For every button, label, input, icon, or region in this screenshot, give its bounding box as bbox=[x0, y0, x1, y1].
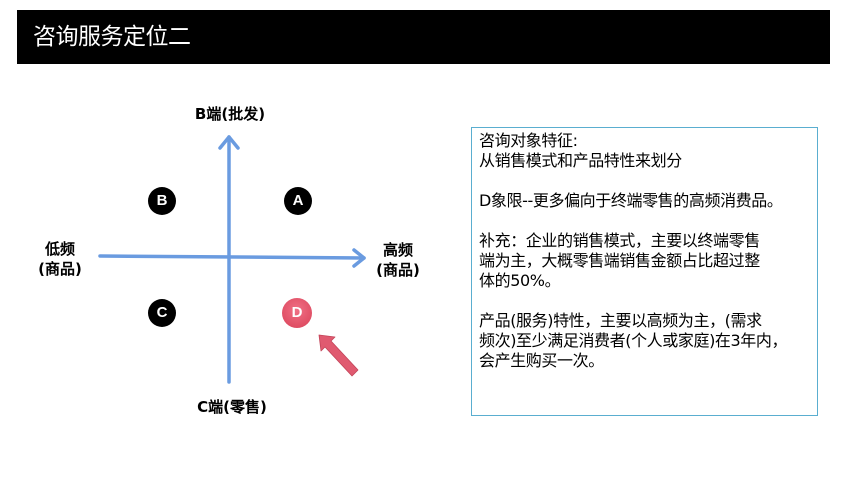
textbox-line: 产品(服务)特性，主要以高频为主，(需求 bbox=[479, 311, 762, 330]
paragraph-spacer bbox=[479, 211, 817, 231]
textbox-line: 咨询对象特征: bbox=[479, 131, 578, 150]
textbox-line: 补充：企业的销售模式，主要以终端零售 bbox=[479, 231, 760, 250]
vertical-axis-arrow bbox=[218, 135, 240, 384]
axis-label-right: 高频 (商品) bbox=[368, 240, 428, 280]
quadrant-badge-a: A bbox=[284, 187, 312, 215]
axis-label-bottom: C端(零售) bbox=[197, 398, 267, 416]
axis-label-left-line1: 低频 bbox=[44, 240, 75, 258]
textbox-line: 会产生购买一次。 bbox=[479, 351, 604, 370]
textbox-line: D象限--更多偏向于终端零售的高频消费品。 bbox=[479, 191, 783, 210]
quadrant-badge-b: B bbox=[148, 187, 176, 215]
axis-label-right-line2: (商品) bbox=[376, 261, 420, 279]
textbox-line: 从销售模式和产品特性来划分 bbox=[479, 151, 682, 170]
axes-graphic bbox=[98, 135, 366, 384]
textbox-line: 频次)至少满足消费者(个人或家庭)在3年内， bbox=[479, 331, 788, 350]
quadrant-diagram: B端(批发) C端(零售) 低频 (商品) 高频 (商品) B A C D bbox=[30, 105, 428, 416]
description-textbox: 咨询对象特征: 从销售模式和产品特性来划分 D象限--更多偏向于终端零售的高频消… bbox=[471, 127, 818, 416]
quadrant-badge-d: D bbox=[282, 298, 312, 328]
quadrant-badge-c: C bbox=[148, 299, 176, 327]
paragraph-spacer bbox=[479, 171, 817, 191]
pointer-arrow-icon bbox=[318, 334, 359, 377]
axis-label-left: 低频 (商品) bbox=[30, 239, 90, 279]
title-bar: 咨询服务定位二 bbox=[17, 10, 830, 64]
horizontal-axis-arrow bbox=[98, 248, 366, 268]
textbox-line: 端为主，大概零售端销售金额占比超过整 bbox=[479, 251, 760, 270]
axis-label-right-line1: 高频 bbox=[382, 241, 413, 259]
paragraph-spacer bbox=[479, 291, 817, 311]
axis-label-left-line2: (商品) bbox=[38, 260, 82, 278]
textbox-line: 体的50%。 bbox=[479, 271, 561, 290]
page-title: 咨询服务定位二 bbox=[33, 24, 191, 50]
axis-label-top: B端(批发) bbox=[194, 105, 266, 123]
